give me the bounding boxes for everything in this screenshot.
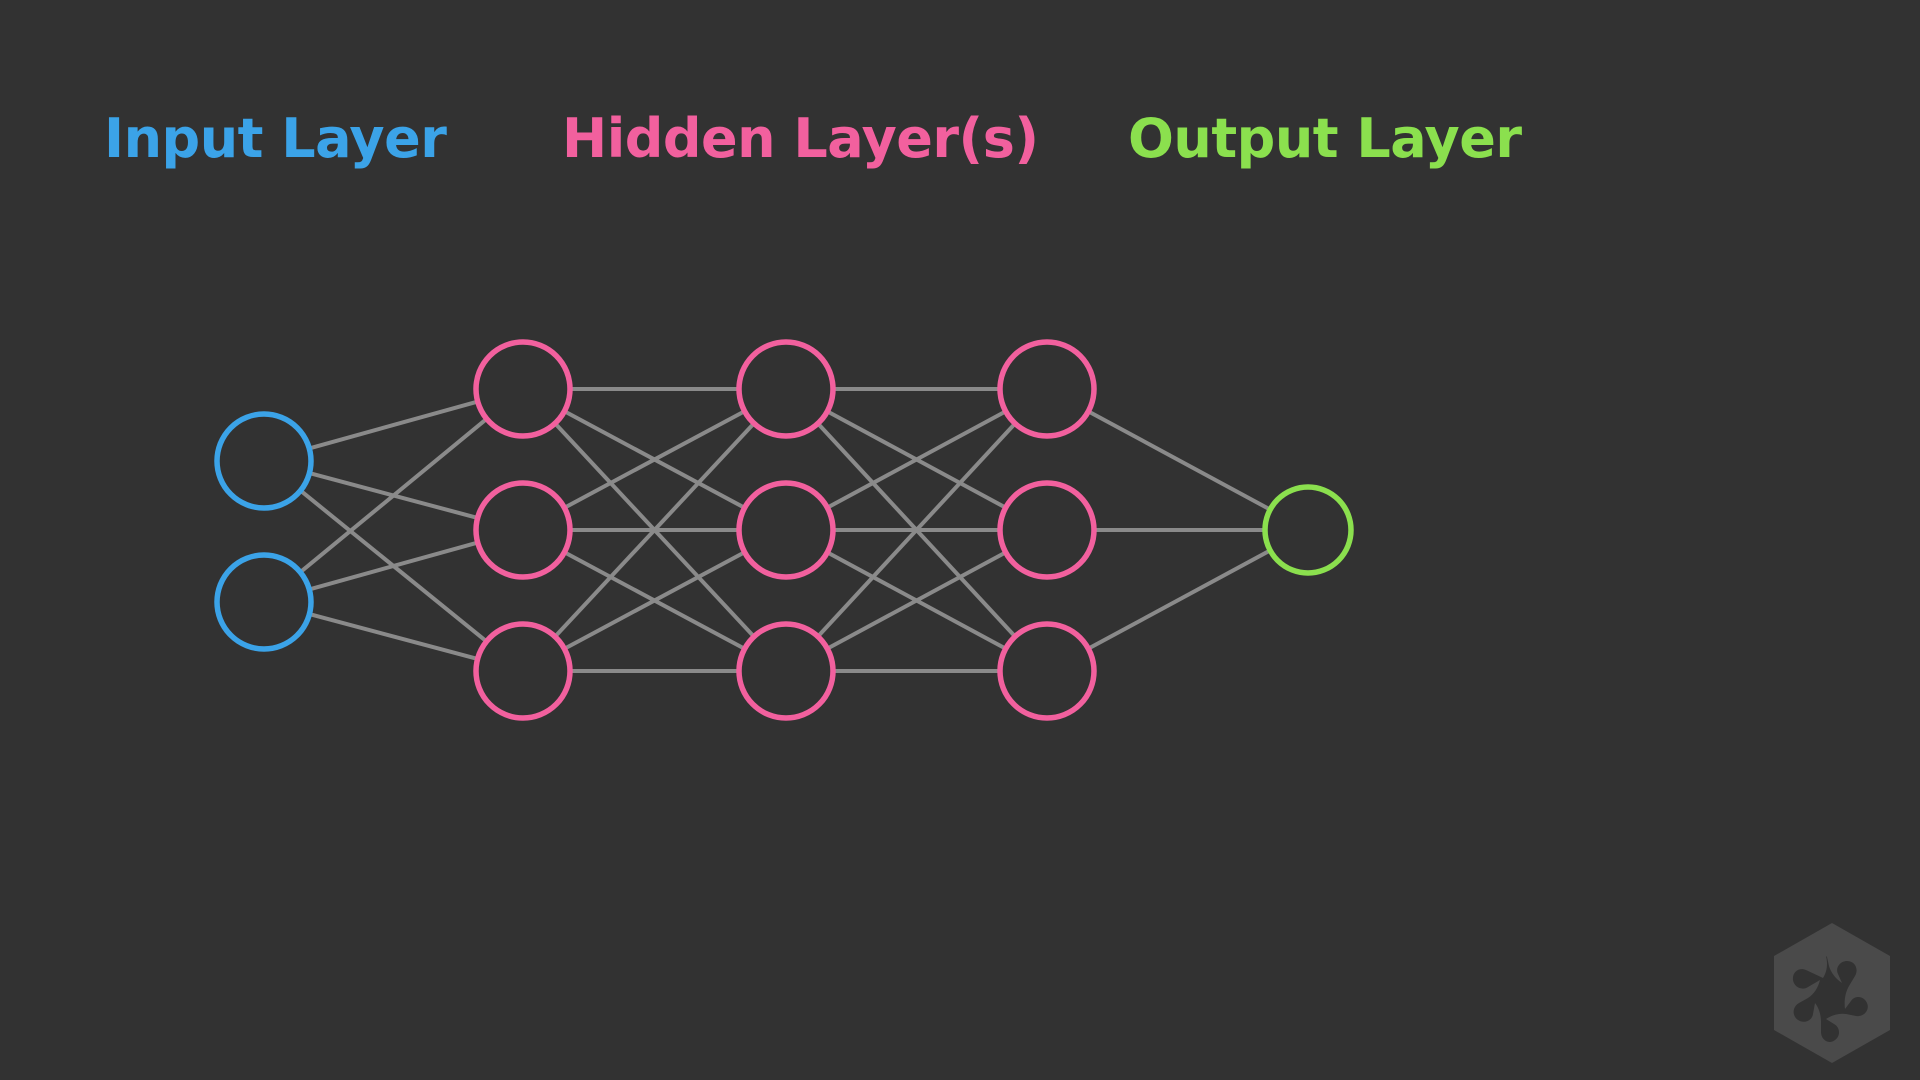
nodes-group	[214, 339, 1354, 721]
node-hidden-1-3	[473, 621, 573, 721]
edge-hidden-2-2-to-hidden-3-1	[826, 550, 1007, 651]
node-hidden-2-3	[736, 621, 836, 721]
node-hidden-2-1	[736, 339, 836, 439]
tree-branch-glyph	[1792, 956, 1868, 1043]
edge-input-1-to-hidden-1-2	[308, 612, 479, 661]
node-hidden-1-2	[473, 480, 573, 580]
node-hidden-3-1	[997, 339, 1097, 439]
node-hidden-3-2	[997, 480, 1097, 580]
edge-hidden-1-2-to-hidden-2-0	[553, 422, 756, 638]
edge-hidden-3-2-to-output-0	[1087, 548, 1272, 651]
node-input-1	[214, 411, 314, 511]
edge-input-1-to-hidden-1-1	[308, 540, 479, 592]
output-layer-label: Output Layer	[1128, 107, 1522, 170]
edge-hidden-2-2-to-hidden-3-0	[816, 422, 1017, 638]
edge-input-1-to-hidden-1-0	[299, 417, 488, 574]
treehouse-logo-watermark	[1774, 923, 1890, 1063]
edge-hidden-1-1-to-hidden-2-0	[563, 409, 746, 510]
edges-group	[299, 387, 1272, 673]
node-hidden-3-3	[997, 621, 1097, 721]
input-layer-label: Input Layer	[104, 107, 447, 170]
node-output-1	[1262, 484, 1354, 576]
node-hidden-2-2	[736, 480, 836, 580]
node-input-2	[214, 552, 314, 652]
edge-hidden-1-2-to-hidden-2-1	[563, 550, 746, 651]
hidden-layer-label: Hidden Layer(s)	[562, 107, 1039, 170]
node-hidden-1-1	[473, 339, 573, 439]
edge-hidden-3-0-to-output-0	[1087, 409, 1272, 512]
edge-input-0-to-hidden-1-0	[308, 399, 479, 451]
edge-hidden-2-1-to-hidden-3-0	[826, 409, 1007, 510]
